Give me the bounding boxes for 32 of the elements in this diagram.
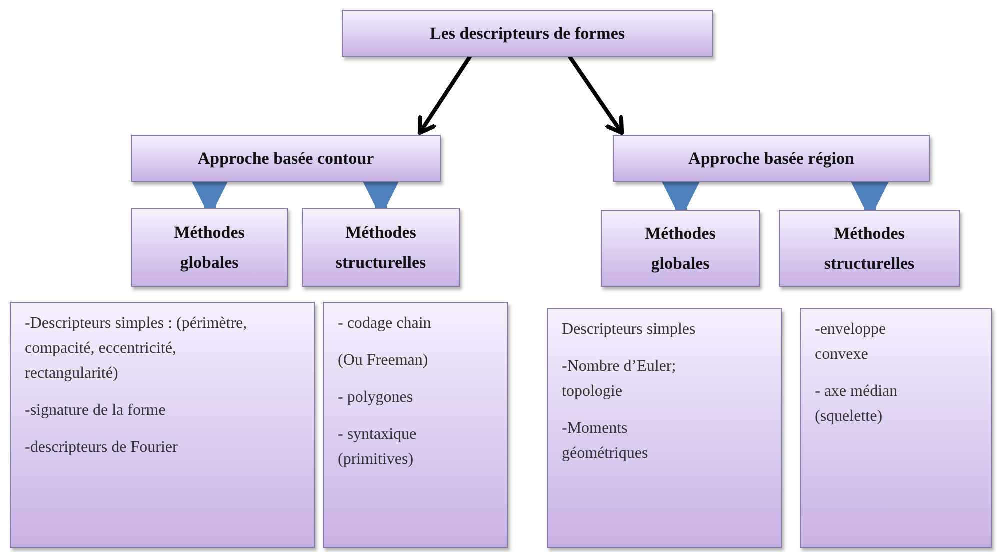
list-item: (Ou Freeman) <box>338 351 430 371</box>
node-label: Méthodes globales <box>644 222 717 275</box>
description-box <box>10 302 315 548</box>
description-box <box>800 308 992 548</box>
category-box <box>613 135 930 182</box>
list-item: - codage chain <box>338 314 432 334</box>
method-box <box>131 208 288 287</box>
list-item: - axe médian (squelette) <box>815 382 899 427</box>
description-box <box>323 302 508 548</box>
node-label: Approche basée contour <box>198 148 374 170</box>
list-item: Descripteurs simples <box>562 320 697 340</box>
node-label: Méthodes structurelles <box>823 222 916 274</box>
list-item: -signature de la forme <box>25 401 167 421</box>
arrow <box>568 55 624 136</box>
method-box <box>779 210 960 287</box>
description-box <box>547 308 782 548</box>
node-label: Méthodes globales <box>173 222 246 274</box>
list-item: - syntaxique (primitives) <box>338 425 418 470</box>
node-label: Méthodes structurelles <box>334 222 428 274</box>
method-box <box>302 208 460 287</box>
list-item: -Descripteurs simples : (périmètre, compacité, eccentricité, rectangularité) <box>25 314 248 384</box>
category-box <box>131 135 441 182</box>
method-box <box>601 210 760 287</box>
list-item: -Moments géométriques <box>562 419 650 464</box>
list-item: -descripteurs de Fourier <box>25 438 179 458</box>
arrow <box>418 55 472 136</box>
list-item: - polygones <box>338 388 414 408</box>
category-box <box>342 10 713 57</box>
node-label: Approche basée région <box>688 148 854 170</box>
node-label: Les descripteurs de formes <box>430 22 625 45</box>
list-item: -enveloppe convexe <box>815 320 888 365</box>
list-item: -Nombre d’Euler; topologie <box>562 357 678 402</box>
